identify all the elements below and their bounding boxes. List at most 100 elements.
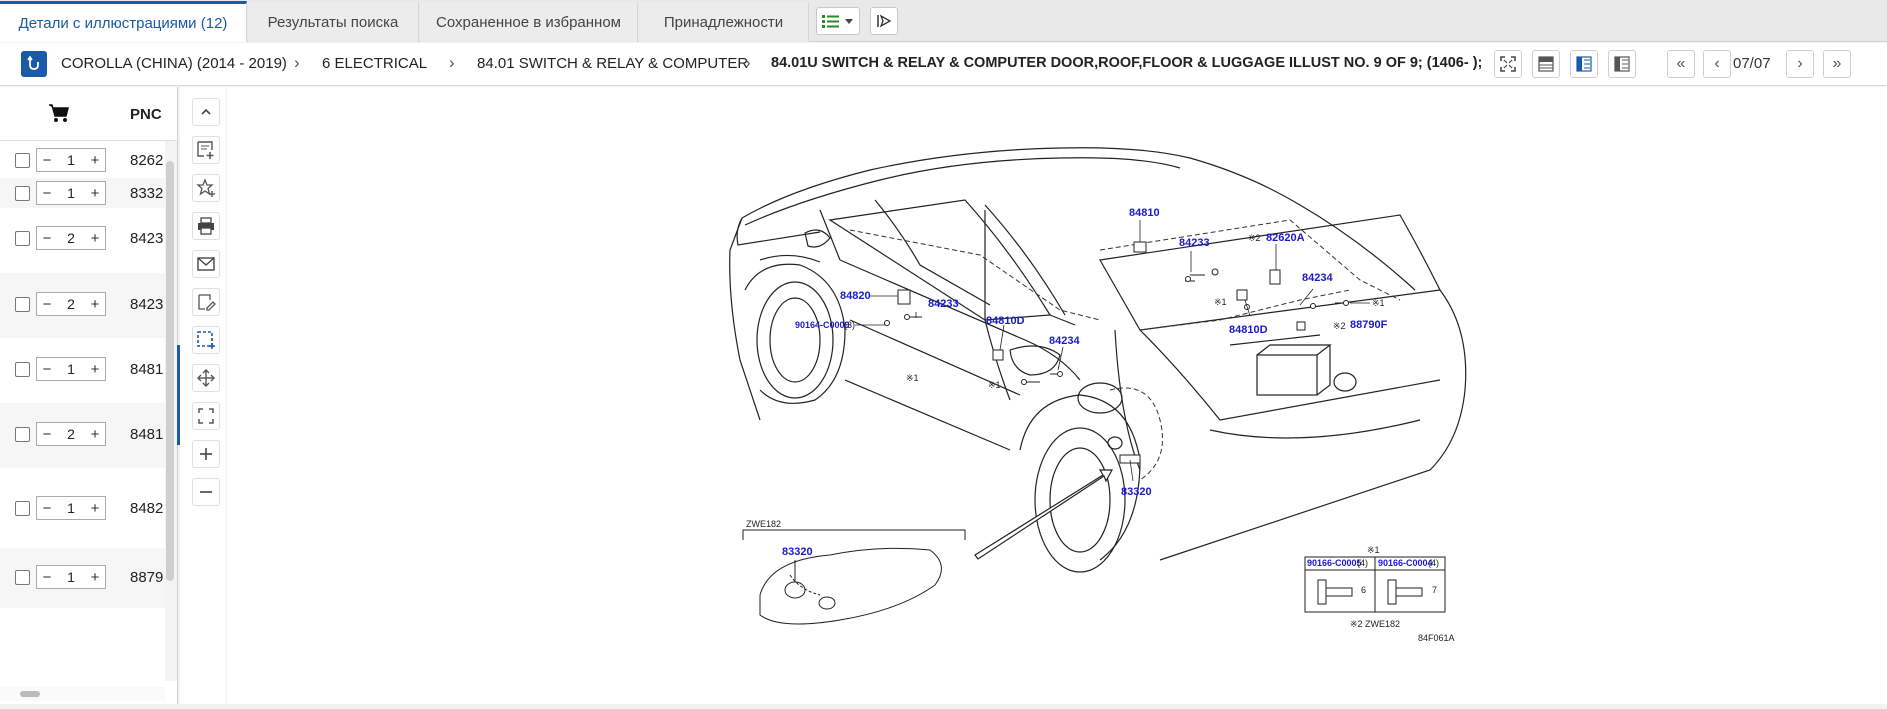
callout-84234[interactable]: 84234: [1302, 272, 1333, 284]
layout-table-button[interactable]: [1532, 50, 1560, 78]
quantity-value[interactable]: 2: [67, 296, 75, 312]
tab-accessories[interactable]: Принадлежности: [639, 2, 809, 42]
callout-83320[interactable]: 83320: [782, 546, 813, 558]
minus-icon[interactable]: −: [42, 184, 52, 202]
catalog-home-button[interactable]: [21, 51, 47, 77]
select-area-button[interactable]: [192, 326, 220, 354]
horizontal-scrollbar[interactable]: [0, 687, 165, 701]
plus-icon[interactable]: +: [90, 184, 100, 202]
layout-split-button[interactable]: [1570, 50, 1598, 78]
fit-to-screen-button[interactable]: [192, 402, 220, 430]
collapse-up-button[interactable]: [192, 98, 220, 126]
quantity-stepper[interactable]: −1 +: [36, 148, 106, 172]
minus-icon[interactable]: −: [42, 229, 52, 247]
pnc-column-header[interactable]: PNC: [130, 106, 162, 123]
quantity-value[interactable]: 1: [67, 185, 75, 201]
horizontal-scrollbar-thumb[interactable]: [20, 691, 40, 697]
quantity-stepper[interactable]: −2 +: [36, 292, 106, 316]
callout-84810d[interactable]: 84810D: [1229, 324, 1268, 336]
pnc-cell[interactable]: 8481: [130, 426, 164, 443]
minus-icon[interactable]: −: [42, 295, 52, 313]
row-checkbox[interactable]: [15, 570, 30, 585]
zoom-in-button[interactable]: [192, 440, 220, 468]
send-button[interactable]: [870, 7, 898, 35]
plus-icon[interactable]: +: [90, 568, 100, 586]
illustration-canvas[interactable]: 84810 84233 82620A 84234 84820 84233 901…: [227, 87, 1887, 704]
callout-84810d[interactable]: 84810D: [986, 315, 1025, 327]
row-checkbox[interactable]: [15, 501, 30, 516]
pnc-cell[interactable]: 8423: [130, 230, 164, 247]
breadcrumb-subgroup[interactable]: 84.01 SWITCH & RELAY & COMPUTER: [477, 55, 749, 72]
plus-icon[interactable]: +: [90, 360, 100, 378]
minus-icon[interactable]: −: [42, 499, 52, 517]
quantity-value[interactable]: 1: [67, 569, 75, 585]
callout-84233[interactable]: 84233: [1179, 237, 1210, 249]
row-checkbox[interactable]: [15, 231, 30, 246]
minus-icon[interactable]: −: [42, 568, 52, 586]
tab-illustrated-parts[interactable]: Детали с иллюстрациями (12): [0, 1, 247, 42]
pnc-cell[interactable]: 8482: [130, 500, 164, 517]
callout-84234[interactable]: 84234: [1049, 335, 1080, 347]
plus-icon[interactable]: +: [90, 295, 100, 313]
row-checkbox[interactable]: [15, 186, 30, 201]
pnc-cell[interactable]: 8423: [130, 296, 164, 313]
callout-90166-c0004[interactable]: 90166-C0004: [1378, 558, 1433, 568]
minus-icon[interactable]: −: [42, 360, 52, 378]
quantity-stepper[interactable]: −1 +: [36, 565, 106, 589]
parts-diagram[interactable]: 84810 84233 82620A 84234 84820 84233 901…: [227, 87, 1887, 704]
pnc-cell[interactable]: 8481: [130, 361, 164, 378]
breadcrumb-group[interactable]: 6 ELECTRICAL: [322, 55, 428, 72]
quantity-value[interactable]: 1: [67, 500, 75, 516]
cart-icon[interactable]: [48, 103, 70, 123]
pnc-cell[interactable]: 8262: [130, 152, 164, 169]
quantity-stepper[interactable]: −1 +: [36, 181, 106, 205]
breadcrumb-model[interactable]: COROLLA (CHINA) (2014 - 2019): [61, 55, 287, 72]
plus-icon[interactable]: +: [90, 425, 100, 443]
quantity-value[interactable]: 1: [67, 361, 75, 377]
pnc-cell[interactable]: 8879: [130, 569, 164, 586]
quantity-stepper[interactable]: −2 +: [36, 422, 106, 446]
quantity-value[interactable]: 2: [67, 426, 75, 442]
callout-82620a[interactable]: 82620A: [1266, 232, 1305, 244]
list-view-dropdown-button[interactable]: [816, 7, 860, 35]
layout-columns-button[interactable]: [1608, 50, 1636, 78]
last-page-button[interactable]: »: [1823, 50, 1851, 78]
previous-page-button[interactable]: ‹: [1703, 50, 1731, 78]
add-favorite-button[interactable]: [192, 174, 220, 202]
first-page-button[interactable]: «: [1667, 50, 1695, 78]
panel-splitter[interactable]: [177, 345, 180, 445]
zoom-out-button[interactable]: [192, 478, 220, 506]
row-checkbox[interactable]: [15, 153, 30, 168]
pan-button[interactable]: [192, 364, 220, 392]
quantity-stepper[interactable]: −1 +: [36, 357, 106, 381]
email-button[interactable]: [192, 250, 220, 278]
add-note-button[interactable]: [192, 136, 220, 164]
row-checkbox[interactable]: [15, 297, 30, 312]
quantity-stepper[interactable]: −1 +: [36, 496, 106, 520]
minus-icon[interactable]: −: [42, 425, 52, 443]
tab-favorites[interactable]: Сохраненное в избранном: [420, 2, 638, 42]
fullscreen-button[interactable]: [1494, 50, 1522, 78]
edit-note-button[interactable]: [192, 288, 220, 316]
print-button[interactable]: [192, 212, 220, 240]
row-checkbox[interactable]: [15, 362, 30, 377]
quantity-stepper[interactable]: −2 +: [36, 226, 106, 250]
plus-icon[interactable]: +: [90, 229, 100, 247]
callout-90166-c0005[interactable]: 90166-C0005: [1307, 558, 1362, 568]
callout-84820[interactable]: 84820: [840, 290, 871, 302]
quantity-value[interactable]: 2: [67, 230, 75, 246]
callout-84233[interactable]: 84233: [928, 298, 959, 310]
tab-search-results[interactable]: Результаты поиска: [248, 2, 419, 42]
callout-83320[interactable]: 83320: [1121, 486, 1152, 498]
callout-88790f[interactable]: 88790F: [1350, 319, 1388, 331]
minus-icon[interactable]: −: [42, 151, 52, 169]
plus-icon[interactable]: +: [90, 499, 100, 517]
pnc-cell[interactable]: 8332: [130, 185, 164, 202]
quantity-value[interactable]: 1: [67, 152, 75, 168]
callout-84810[interactable]: 84810: [1129, 207, 1160, 219]
plus-icon[interactable]: +: [90, 151, 100, 169]
callout-90164-c0009[interactable]: 90164-C0009: [795, 320, 850, 330]
row-checkbox[interactable]: [15, 427, 30, 442]
next-page-button[interactable]: ›: [1786, 50, 1814, 78]
vertical-scrollbar-thumb[interactable]: [166, 161, 174, 581]
